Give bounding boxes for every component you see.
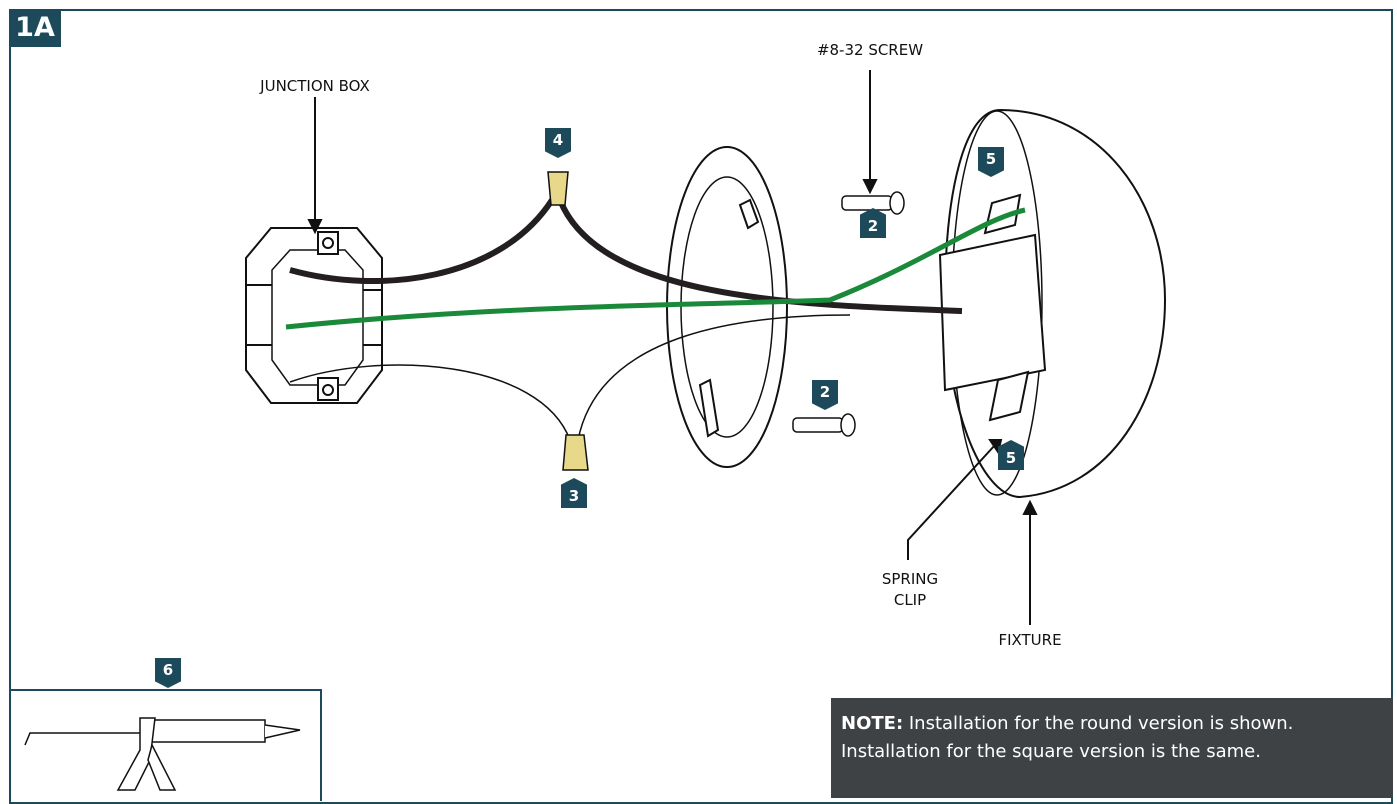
note-text-2: Installation for the square version is t… <box>841 741 1261 762</box>
figure-tag: 1A <box>9 9 61 47</box>
note-heading: NOTE: <box>841 713 904 734</box>
mounting-plate <box>666 146 788 468</box>
fixture-dome <box>938 108 1167 499</box>
screw-top <box>841 191 905 215</box>
badge-screw-bottom: 2 <box>812 380 838 410</box>
white-wire-nut-to-fixture <box>577 314 851 441</box>
note-box: NOTE: Installation for the round version… <box>831 698 1393 798</box>
badge-screw-top: 2 <box>860 208 886 238</box>
screw-label: #8-32 SCREW <box>816 41 924 59</box>
white-wire-box-to-nut <box>289 364 571 441</box>
fixture-label: FIXTURE <box>998 631 1062 649</box>
junction-box <box>245 227 383 404</box>
black-wire-box-to-nut <box>289 198 555 285</box>
badge-clip-bottom: 5 <box>998 440 1024 470</box>
note-text-1: Installation for the round version is sh… <box>908 713 1294 734</box>
wire-nut-bottom <box>562 434 589 471</box>
caulk-gun <box>24 717 301 791</box>
black-wire-nut-to-fixture <box>557 198 963 314</box>
note-line-1: NOTE: Installation for the round version… <box>841 710 1383 738</box>
badge-clip-top: 5 <box>978 147 1004 177</box>
spring-clip-label-line2: CLIP <box>893 591 927 609</box>
caulk-inset <box>9 689 322 801</box>
spring-clip-label-line1: SPRING <box>881 570 939 588</box>
screw-bottom <box>792 413 856 437</box>
badge-caulk: 6 <box>155 658 181 688</box>
green-wire <box>285 207 1026 330</box>
badge-wire-nut-top: 4 <box>545 128 571 158</box>
junction-box-label: JUNCTION BOX <box>260 77 370 95</box>
badge-wire-nut-bottom: 3 <box>561 478 587 508</box>
wire-nut-top <box>547 171 569 206</box>
